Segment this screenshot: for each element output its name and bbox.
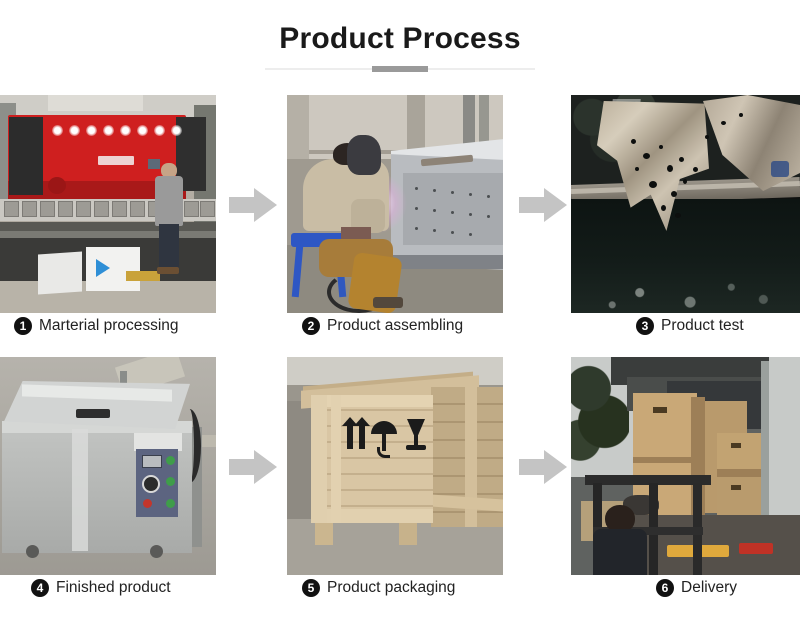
process-row-top: 1 Marterial processing bbox=[0, 95, 800, 357]
step-5-photo bbox=[287, 357, 503, 575]
arrow-step-1-to-2 bbox=[229, 188, 277, 222]
step-1-photo bbox=[0, 95, 216, 313]
step-6-number-badge: 6 bbox=[656, 579, 674, 597]
step-3-number-badge: 3 bbox=[636, 317, 654, 335]
step-1-caption: 1 Marterial processing bbox=[0, 317, 230, 335]
step-1-number-badge: 1 bbox=[14, 317, 32, 335]
process-step-1[interactable]: 1 Marterial processing bbox=[0, 95, 216, 357]
step-3-photo bbox=[571, 95, 800, 313]
step-5-label: Product packaging bbox=[327, 579, 456, 596]
title-divider-accent bbox=[372, 66, 428, 72]
process-step-3[interactable]: 3 Product test bbox=[571, 95, 800, 357]
step-4-caption: 4 Finished product bbox=[0, 579, 247, 597]
step-4-photo bbox=[0, 357, 216, 575]
process-step-2[interactable]: 2 Product assembling bbox=[287, 95, 503, 357]
process-row-bottom: 4 Finished product bbox=[0, 357, 800, 619]
step-6-photo bbox=[571, 357, 800, 575]
arrow-step-2-to-3 bbox=[519, 188, 567, 222]
page-title: Product Process bbox=[279, 22, 521, 55]
step-3-label: Product test bbox=[661, 317, 744, 334]
step-1-label: Marterial processing bbox=[39, 317, 179, 334]
process-step-5[interactable]: 5 Product packaging bbox=[287, 357, 503, 619]
step-6-caption: 6 Delivery bbox=[571, 579, 800, 597]
process-step-6[interactable]: 6 Delivery bbox=[571, 357, 800, 619]
step-5-number-badge: 5 bbox=[302, 579, 320, 597]
step-2-number-badge: 2 bbox=[302, 317, 320, 335]
step-5-caption: 5 Product packaging bbox=[287, 579, 518, 597]
step-3-caption: 3 Product test bbox=[571, 317, 800, 335]
process-step-4[interactable]: 4 Finished product bbox=[0, 357, 216, 619]
step-2-label: Product assembling bbox=[327, 317, 464, 334]
process-grid: 1 Marterial processing bbox=[0, 95, 800, 619]
arrow-step-4-to-5 bbox=[229, 450, 277, 484]
step-2-caption: 2 Product assembling bbox=[287, 317, 518, 335]
step-2-photo bbox=[287, 95, 503, 313]
arrow-step-5-to-6 bbox=[519, 450, 567, 484]
step-4-label: Finished product bbox=[56, 579, 171, 596]
step-6-label: Delivery bbox=[681, 579, 737, 596]
step-4-number-badge: 4 bbox=[31, 579, 49, 597]
page-header: Product Process bbox=[0, 0, 800, 95]
